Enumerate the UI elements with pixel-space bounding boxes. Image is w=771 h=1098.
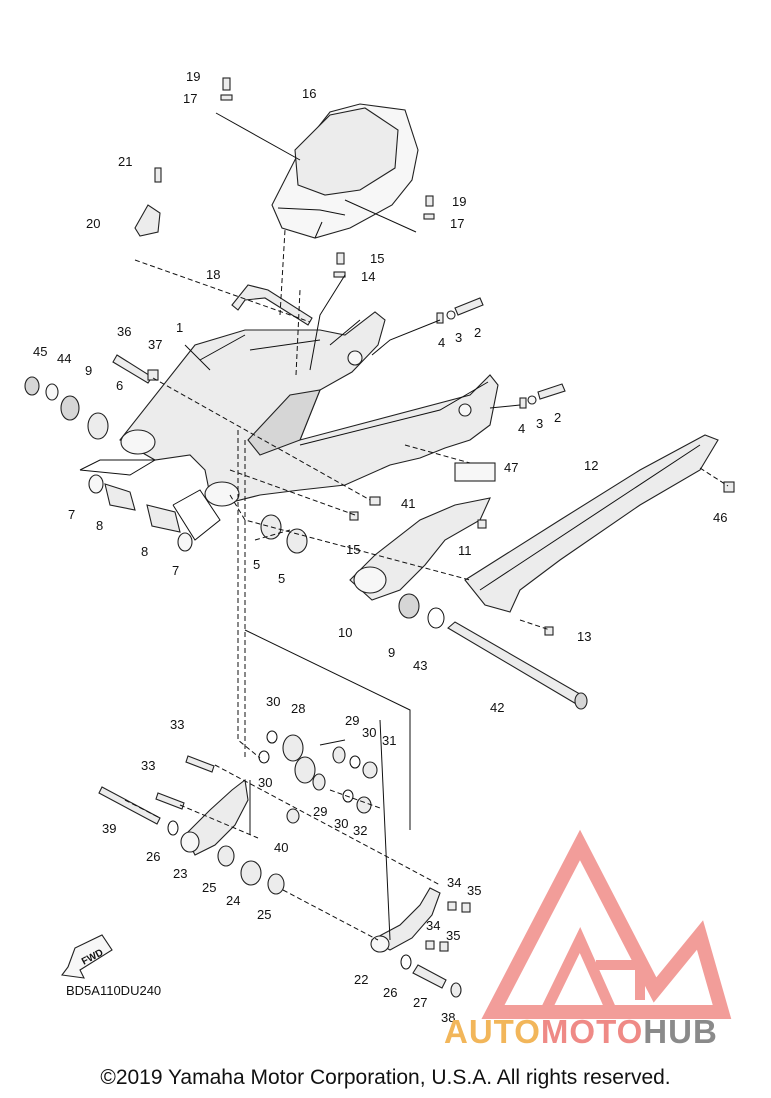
callout-33: 33 [141, 758, 155, 773]
callout-11: 11 [458, 543, 472, 558]
callout-35: 35 [467, 883, 481, 898]
callout-38: 38 [441, 1010, 455, 1025]
callout-28: 28 [291, 701, 305, 716]
bolt-15-top [333, 252, 346, 278]
callout-1: 1 [176, 320, 183, 335]
callout-27: 27 [413, 995, 427, 1010]
callout-29: 29 [345, 713, 359, 728]
callout-9: 9 [85, 363, 92, 378]
fwd-arrow-icon: FWD [60, 934, 113, 979]
callout-24: 24 [226, 893, 240, 908]
rear-fender-part [271, 103, 419, 239]
callout-21: 21 [118, 154, 132, 169]
callout-30: 30 [362, 725, 376, 740]
callout-22: 22 [354, 972, 368, 987]
callout-23: 23 [173, 866, 187, 881]
callout-2: 2 [474, 325, 481, 340]
callout-37: 37 [148, 337, 162, 352]
callout-4: 4 [518, 421, 525, 436]
callout-43: 43 [413, 658, 427, 673]
leader-lines [79, 112, 729, 941]
callout-4: 4 [438, 335, 445, 350]
copyright-notice: ©2019 Yamaha Motor Corporation, U.S.A. A… [100, 1066, 671, 1089]
callout-6: 6 [116, 378, 123, 393]
chain-case-12 [464, 434, 735, 613]
callout-8: 8 [96, 518, 103, 533]
callout-30: 30 [258, 775, 272, 790]
link-parts [98, 730, 471, 998]
callout-3: 3 [455, 330, 462, 345]
callout-47: 47 [504, 460, 518, 475]
callout-30: 30 [266, 694, 280, 709]
chain-puller-part [349, 497, 491, 629]
callout-14: 14 [361, 269, 375, 284]
callout-44: 44 [57, 351, 71, 366]
callout-17: 17 [183, 91, 197, 106]
callout-17: 17 [450, 216, 464, 231]
callout-33: 33 [170, 717, 184, 732]
watermark-moto: MOTO [540, 1013, 644, 1050]
watermark-auto: AUTO [444, 1013, 541, 1050]
small-fasteners [349, 496, 554, 636]
callout-32: 32 [353, 823, 367, 838]
callout-26: 26 [146, 849, 160, 864]
callout-13: 13 [577, 629, 591, 644]
bracket-20-part [134, 167, 162, 237]
swingarm-part [119, 311, 499, 507]
callout-15: 15 [346, 542, 360, 557]
callout-29: 29 [313, 804, 327, 819]
callout-35: 35 [446, 928, 460, 943]
callout-19: 19 [186, 69, 200, 84]
callout-labels: 1 2 2 3 3 4 4 5 5 6 7 7 8 8 9 9 10 11 12… [33, 69, 727, 1025]
callout-26: 26 [383, 985, 397, 1000]
callout-10: 10 [338, 625, 352, 640]
callout-5: 5 [253, 557, 260, 572]
bolt-19-right [423, 195, 435, 220]
callout-41: 41 [401, 496, 415, 511]
callout-25: 25 [257, 907, 271, 922]
pivot-parts-left [24, 354, 193, 552]
watermark-text: AUTOMOTOHUB [444, 1013, 718, 1051]
callout-20: 20 [86, 216, 100, 231]
bushings-5 [260, 514, 308, 554]
bolt-2-upper [436, 297, 484, 324]
callout-9: 9 [388, 645, 395, 660]
callout-45: 45 [33, 344, 47, 359]
watermark-hub: HUB [643, 1013, 718, 1050]
callout-30: 30 [334, 816, 348, 831]
callout-25: 25 [202, 880, 216, 895]
callout-34: 34 [426, 918, 440, 933]
callout-5: 5 [278, 571, 285, 586]
callout-18: 18 [206, 267, 220, 282]
callout-39: 39 [102, 821, 116, 836]
callout-42: 42 [490, 700, 504, 715]
callout-46: 46 [713, 510, 727, 525]
axle-42 [447, 621, 588, 710]
callout-40: 40 [274, 840, 288, 855]
diagram-code: BD5A110DU240 [66, 983, 162, 998]
callout-3: 3 [536, 416, 543, 431]
callout-7: 7 [68, 507, 75, 522]
callout-31: 31 [382, 733, 396, 748]
callout-8: 8 [141, 544, 148, 559]
callout-36: 36 [117, 324, 131, 339]
watermark-logo-icon [481, 829, 732, 1019]
callout-12: 12 [584, 458, 598, 473]
bolt-2-lower [519, 383, 566, 409]
bolt-19-top [220, 77, 233, 101]
callout-15: 15 [370, 251, 384, 266]
callout-19: 19 [452, 194, 466, 209]
callout-16: 16 [302, 86, 316, 101]
callout-7: 7 [172, 563, 179, 578]
callout-34: 34 [447, 875, 461, 890]
cable-guide-18 [231, 284, 313, 326]
callout-2: 2 [554, 410, 561, 425]
